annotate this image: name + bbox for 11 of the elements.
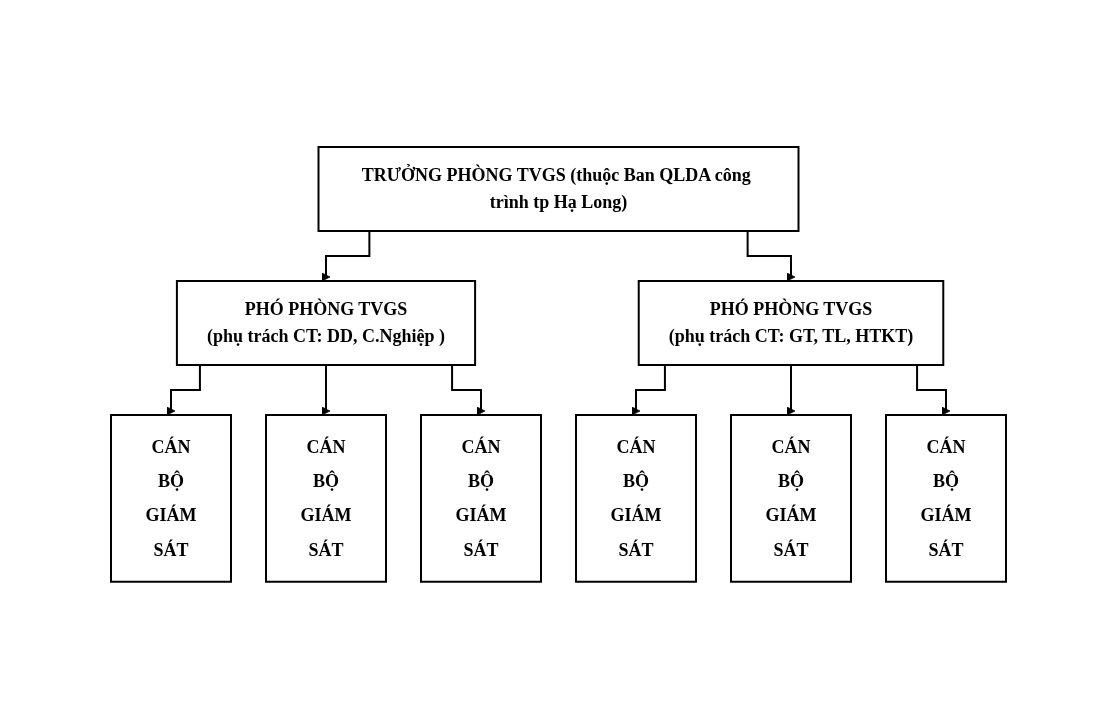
node-box: CÁN BỘ GIÁM SÁT xyxy=(420,413,542,583)
node-box: TRƯỞNG PHÒNG TVGS (thuộc Ban QLDA công trình tp Hạ Long) xyxy=(317,145,800,232)
node-box: PHÓ PHÒNG TVGS (phụ trách CT: DD, C.Nghiệp ) xyxy=(175,279,477,366)
node-box: PHÓ PHÒNG TVGS (phụ trách CT: GT, TL, HTKT) xyxy=(637,279,945,366)
node-box: CÁN BỘ GIÁM SÁT xyxy=(265,413,387,583)
arrow xyxy=(321,363,331,416)
node-box: CÁN BỘ GIÁM SÁT xyxy=(885,413,1007,583)
arrow xyxy=(786,363,796,416)
node-box: CÁN BỘ GIÁM SÁT xyxy=(730,413,852,583)
node-box: CÁN BỘ GIÁM SÁT xyxy=(110,413,232,583)
node-box: CÁN BỘ GIÁM SÁT xyxy=(575,413,697,583)
